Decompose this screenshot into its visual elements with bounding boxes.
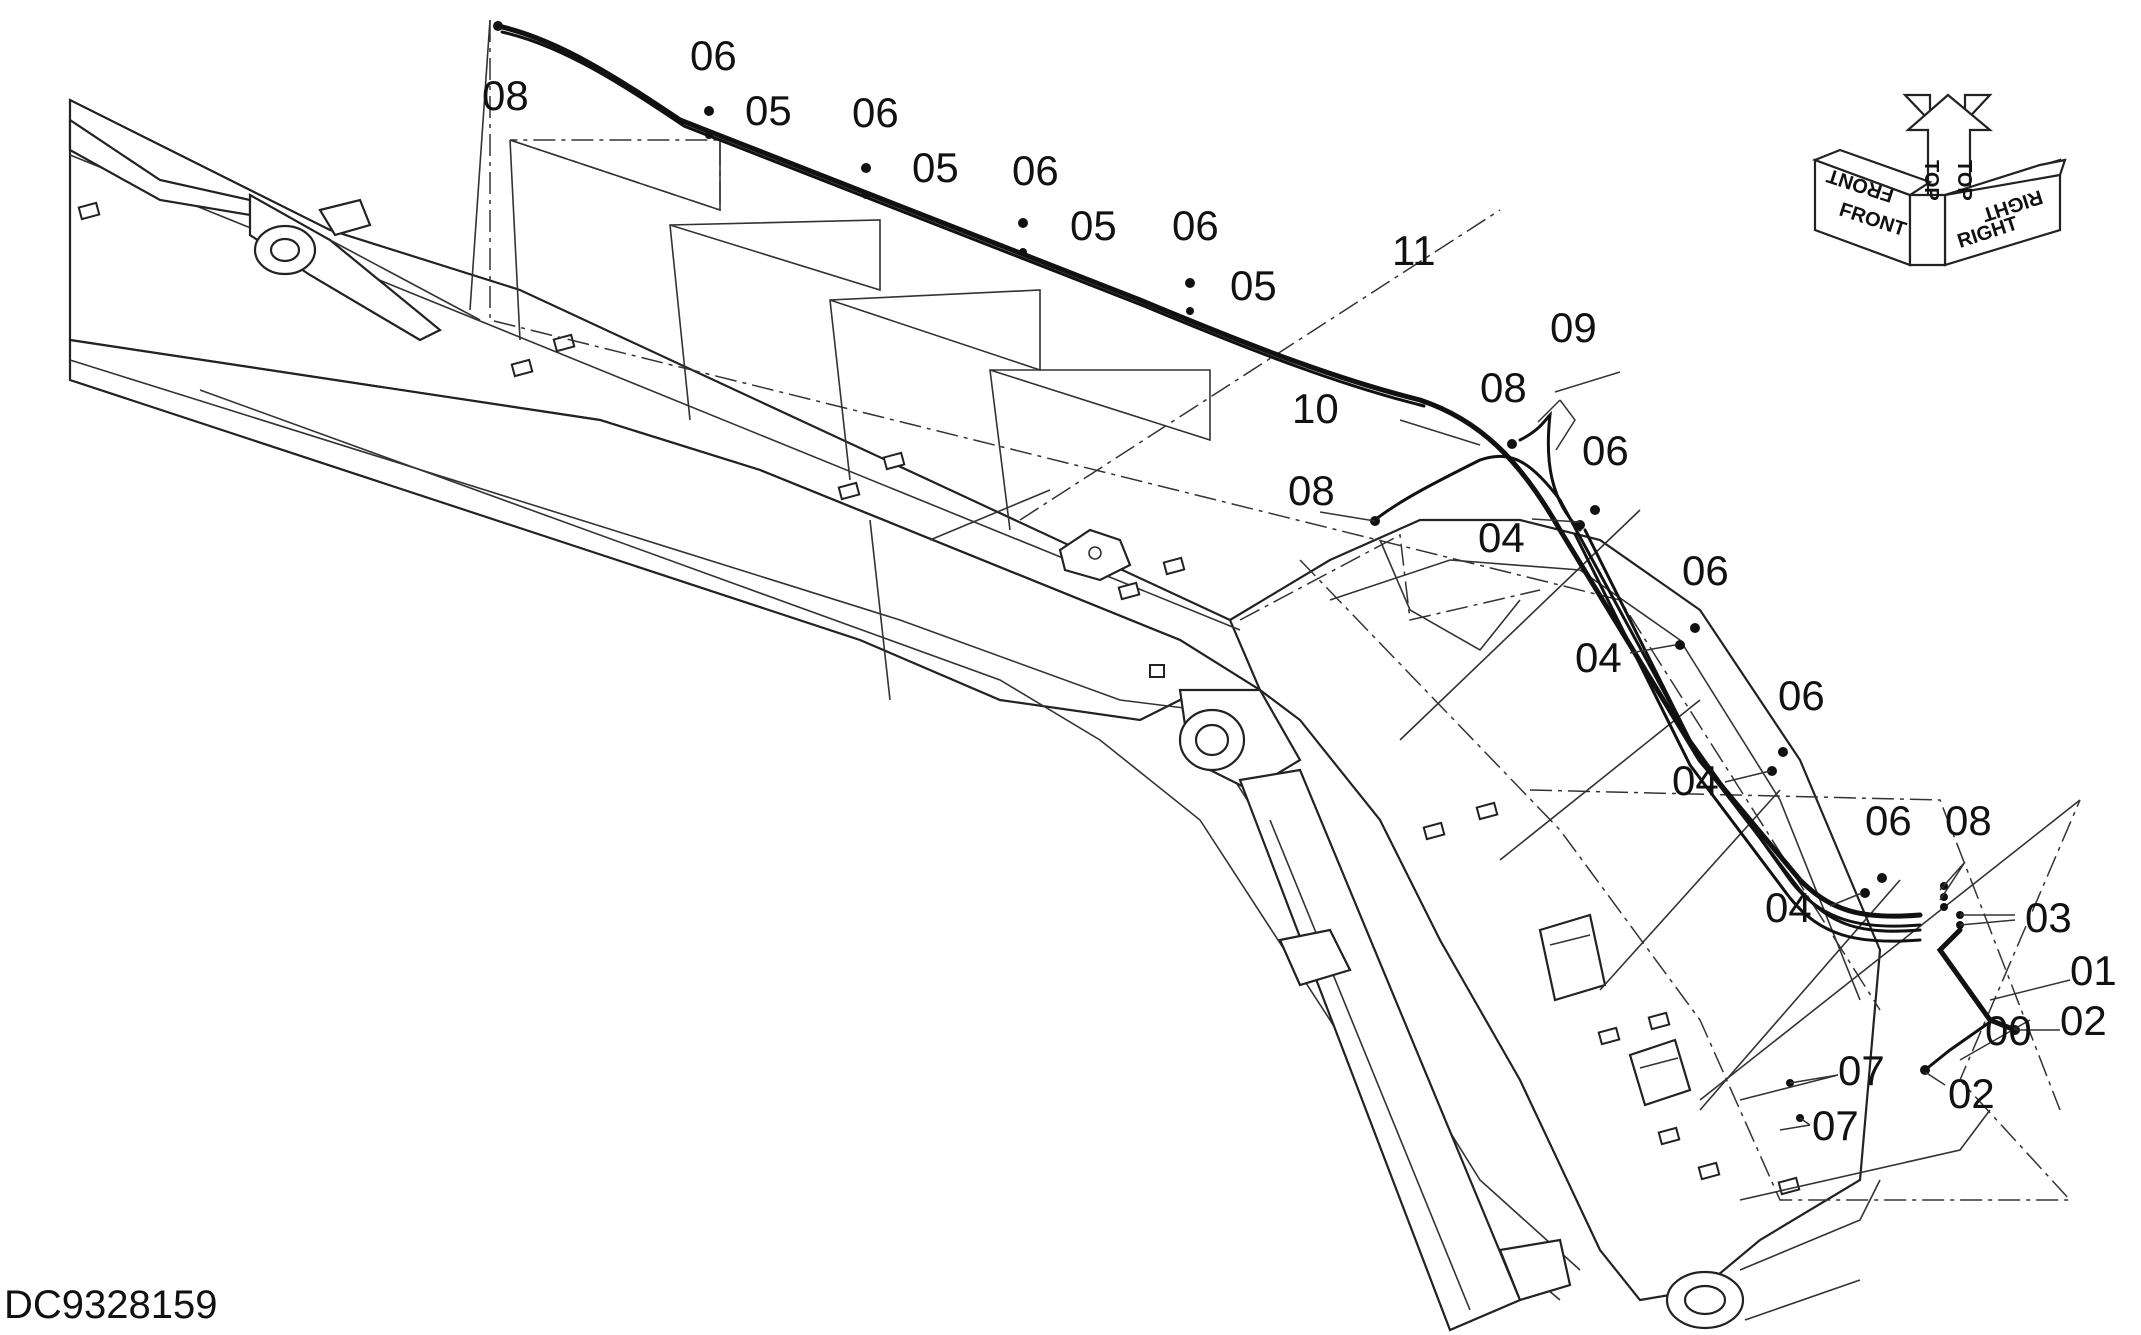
boom-lower-body	[1228, 518, 1882, 1302]
arm-cylinder-end	[68, 117, 481, 342]
center-arrow-panel	[1908, 193, 1947, 267]
callout-01: 01	[2070, 947, 2117, 994]
callout-05-c: 05	[1070, 202, 1117, 249]
hose-10	[1373, 454, 1922, 928]
callout-10: 10	[1292, 385, 1339, 432]
callout-04-d: 04	[1765, 884, 1812, 931]
callout-06-h: 06	[1865, 797, 1912, 844]
plate-seam-2	[929, 489, 1051, 541]
callout-04-b: 04	[1575, 634, 1622, 681]
callout-08-top: 08	[482, 72, 529, 119]
boom-cylinder	[1238, 768, 1572, 1332]
leader-lines	[1319, 371, 2071, 1131]
callout-09: 09	[1550, 304, 1597, 351]
top-arrow-head	[1905, 93, 1994, 202]
top-plate-bracket-hole	[1088, 546, 1102, 560]
callout-07-b: 07	[1812, 1102, 1859, 1149]
callout-06-a: 06	[690, 32, 737, 79]
plate-seam-3	[1379, 539, 1521, 652]
front-arrow-wing	[1811, 148, 1933, 197]
callout-labels: 08 06 05 06 05 06 05 06 05 11 09 08 10 0…	[482, 32, 2117, 1149]
callout-02-b: 02	[1948, 1070, 1995, 1117]
callout-08-d: 08	[1945, 797, 1992, 844]
callout-02-a: 02	[2060, 997, 2107, 1044]
hose-routes	[495, 23, 2018, 1072]
right-arrow-wing	[1944, 158, 2067, 197]
boom-structure	[68, 98, 1882, 1332]
callout-04-a: 04	[1478, 514, 1525, 561]
callout-06-e: 06	[1582, 427, 1629, 474]
hose-11	[495, 23, 1923, 919]
callout-06-f: 06	[1682, 547, 1729, 594]
callout-06-g: 06	[1778, 672, 1825, 719]
top-label: TOP	[1920, 160, 1942, 201]
callout-07-a: 07	[1838, 1047, 1885, 1094]
callout-06-d: 06	[1172, 202, 1219, 249]
hose-bundle-a	[1583, 528, 1922, 933]
callout-06-c: 06	[1012, 147, 1059, 194]
callout-06-b: 06	[852, 89, 899, 136]
hose-11-parallel	[500, 30, 1426, 408]
top-mirrored-label: TOP	[1953, 160, 1975, 201]
callout-03: 03	[2025, 894, 2072, 941]
plate-seam-1	[869, 519, 891, 701]
callout-05-d: 05	[1230, 262, 1277, 309]
callout-11: 11	[1392, 227, 1436, 274]
hose-bundle-b	[1573, 532, 1922, 943]
valve-blocks	[1538, 913, 1692, 1107]
top-plate-bracket	[1058, 528, 1132, 582]
hose-09	[1518, 410, 1582, 532]
boom-foot-pin	[1665, 1179, 1881, 1330]
orientation-indicator: FRONT FRONT RIGHT RIGHT TOP TOP	[1811, 93, 2067, 267]
callout-04-c: 04	[1672, 757, 1719, 804]
hose-00	[1923, 1020, 1992, 1072]
callout-00: 00	[1985, 1007, 2032, 1054]
callout-05-a: 05	[745, 87, 792, 134]
document-id: DC9328159	[4, 1283, 218, 1327]
callout-08-b: 08	[1480, 364, 1527, 411]
hose-01	[1936, 927, 2018, 1033]
callout-05-b: 05	[912, 144, 959, 191]
callout-08-c: 08	[1288, 467, 1335, 514]
